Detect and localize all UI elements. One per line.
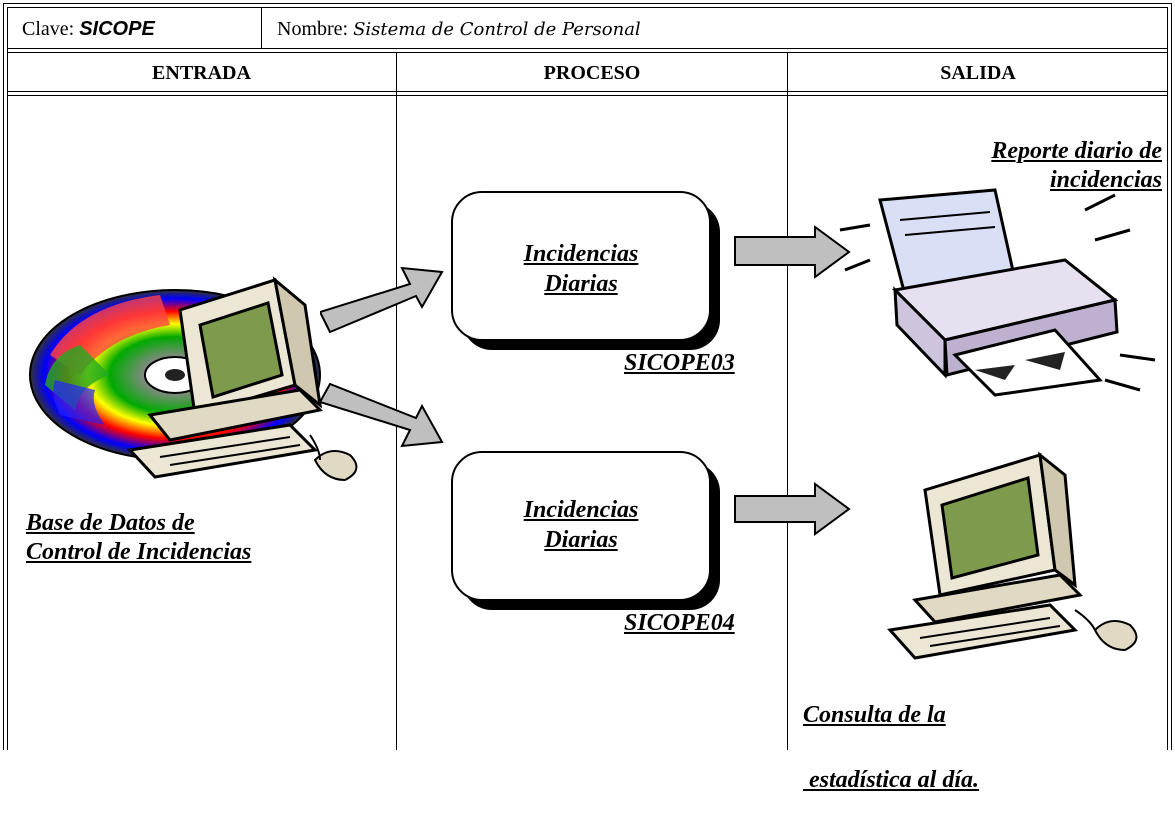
nombre-label: Nombre: [277, 18, 349, 40]
process-box-1-label[interactable]: Incidencias Diarias [452, 239, 710, 299]
arrow-to-process-2 [320, 382, 444, 448]
process-box-2-line2: Diarias [544, 527, 618, 553]
report-label-line2: incidencias [1050, 167, 1162, 193]
process-box-1-line1: Incidencias [523, 241, 639, 267]
nombre-field: Nombre: Sistema de Control de Personal [277, 18, 641, 41]
process-box-1-line2: Diarias [544, 271, 618, 297]
header-divider-2 [7, 52, 1168, 53]
database-computer-icon [29, 276, 358, 482]
process-code-1: SICOPE03 [624, 350, 735, 376]
clave-label: Clave: [22, 18, 75, 40]
column-separator-1 [396, 52, 397, 750]
process-box-2-line1: Incidencias [523, 497, 639, 523]
printer-icon [839, 188, 1156, 397]
column-head-proceso: PROCESO [543, 62, 641, 84]
column-header-divider-2 [7, 95, 1168, 96]
process-box-1-shadow [451, 191, 720, 350]
column-header-divider [7, 91, 1168, 92]
process-code-2: SICOPE04 [624, 610, 735, 636]
query-label-line1: Consulta de la [803, 702, 946, 728]
process-box-2-label[interactable]: Incidencias Diarias [452, 495, 710, 555]
computer-icon [887, 451, 1138, 660]
report-label: Reporte diario de incidencias [930, 137, 1162, 195]
database-label-line2: Control de Incidencias [26, 539, 252, 565]
process-box-2-shadow [451, 451, 720, 610]
arrow-to-report [734, 225, 851, 279]
outer-border-inner [7, 7, 1168, 750]
column-separator-2 [787, 52, 788, 750]
report-label-line1: Reporte diario de [991, 138, 1162, 164]
arrow-to-process-1 [320, 266, 444, 334]
arrow-to-query [734, 482, 851, 536]
column-head-salida: SALIDA [940, 62, 1016, 84]
nombre-value: Sistema de Control de Personal [353, 19, 641, 40]
clave-field: Clave: SICOPE [22, 18, 155, 41]
query-label: Consulta de la estadística al día. [803, 665, 979, 813]
clave-code: SICOPE [79, 18, 155, 40]
database-label-line1: Base de Datos de [26, 510, 195, 536]
query-label-line2: estadística al día. [803, 767, 979, 793]
clave-separator [261, 7, 262, 48]
outer-border [3, 3, 1172, 750]
header-divider [7, 48, 1168, 49]
column-head-entrada: ENTRADA [152, 62, 251, 84]
database-label: Base de Datos de Control de Incidencias [26, 509, 251, 567]
